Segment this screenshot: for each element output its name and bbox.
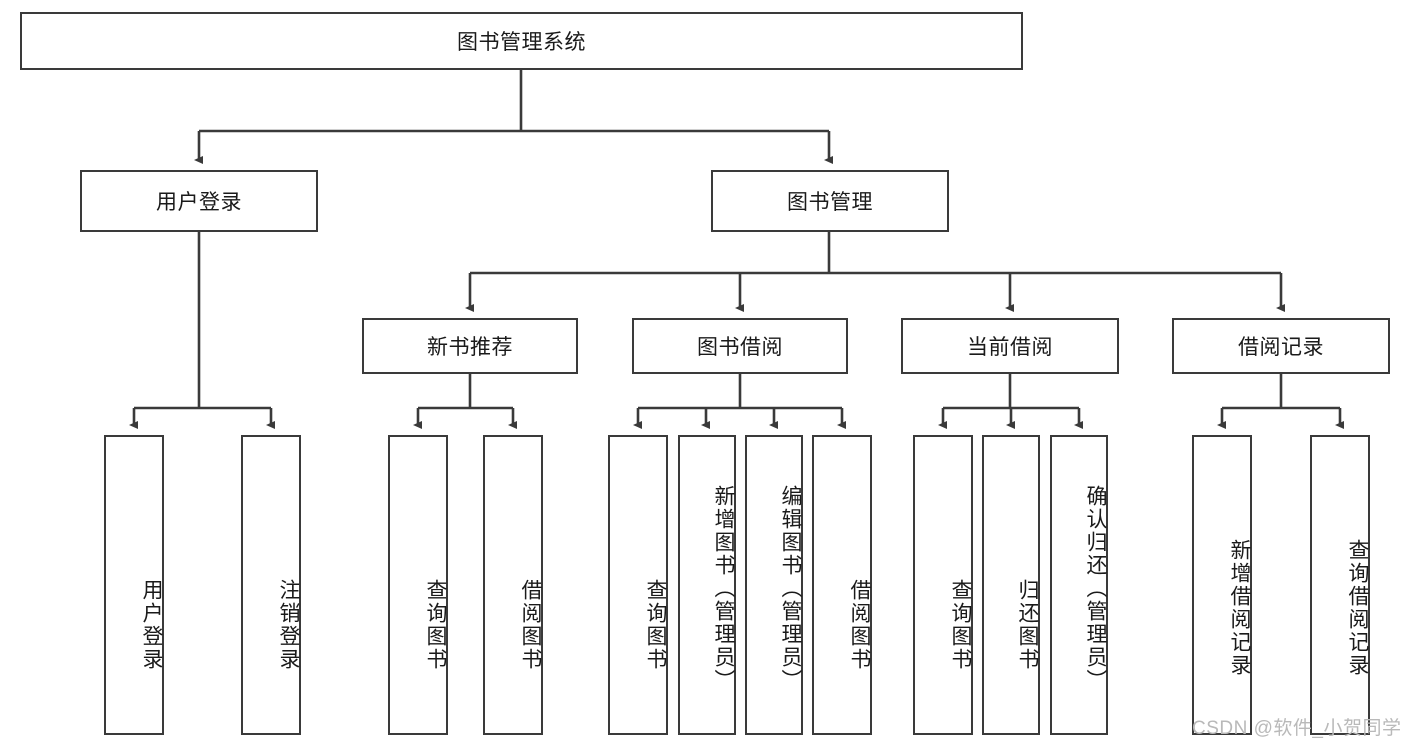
node-label: 图书借阅 — [697, 336, 783, 359]
node-label: 注销登录 — [277, 579, 300, 671]
node-label: 新书推荐 — [427, 336, 513, 359]
leaf-book-borrow-edit[interactable]: 编辑图书（管理员） — [745, 435, 803, 735]
node-borrow-record[interactable]: 借阅记录 — [1172, 318, 1390, 374]
leaf-borrow-record-query[interactable]: 查询借阅记录 — [1310, 435, 1370, 735]
leaf-new-book-query[interactable]: 查询图书 — [388, 435, 448, 735]
node-label: 查询图书 — [424, 579, 447, 671]
node-root-book-management-system[interactable]: 图书管理系统 — [20, 12, 1023, 70]
leaf-new-book-borrow[interactable]: 借阅图书 — [483, 435, 543, 735]
leaf-book-borrow-borrow[interactable]: 借阅图书 — [812, 435, 872, 735]
node-label: 确认归还（管理员） — [1084, 484, 1107, 692]
leaf-book-borrow-add[interactable]: 新增图书（管理员） — [678, 435, 736, 735]
leaf-borrow-record-add[interactable]: 新增借阅记录 — [1192, 435, 1252, 735]
leaf-current-borrow-return[interactable]: 归还图书 — [982, 435, 1040, 735]
leaf-current-borrow-query[interactable]: 查询图书 — [913, 435, 973, 735]
leaf-current-borrow-confirm-return[interactable]: 确认归还（管理员） — [1050, 435, 1108, 735]
node-label: 新增借阅记录 — [1228, 538, 1251, 677]
leaf-user-login-logout[interactable]: 注销登录 — [241, 435, 301, 735]
node-label: 归还图书 — [1016, 579, 1039, 671]
node-label: 用户登录 — [140, 579, 163, 671]
node-label: 图书管理系统 — [457, 31, 586, 54]
node-label: 查询图书 — [949, 579, 972, 671]
node-current-borrow[interactable]: 当前借阅 — [901, 318, 1119, 374]
node-label: 新增图书（管理员） — [712, 484, 735, 692]
node-label: 查询借阅记录 — [1346, 538, 1369, 677]
node-book-borrow[interactable]: 图书借阅 — [632, 318, 848, 374]
node-label: 用户登录 — [156, 191, 242, 214]
leaf-book-borrow-query[interactable]: 查询图书 — [608, 435, 668, 735]
node-user-login[interactable]: 用户登录 — [80, 170, 318, 232]
node-label: 当前借阅 — [967, 336, 1053, 359]
node-label: 借阅图书 — [848, 579, 871, 671]
node-label: 借阅记录 — [1238, 336, 1324, 359]
node-label: 借阅图书 — [519, 579, 542, 671]
node-label: 查询图书 — [644, 579, 667, 671]
node-book-management[interactable]: 图书管理 — [711, 170, 949, 232]
node-new-book-recommend[interactable]: 新书推荐 — [362, 318, 578, 374]
node-label: 编辑图书（管理员） — [779, 484, 802, 692]
node-label: 图书管理 — [787, 191, 873, 214]
leaf-user-login-login[interactable]: 用户登录 — [104, 435, 164, 735]
csdn-watermark: CSDN @软件_小贺同学 — [1192, 718, 1402, 739]
